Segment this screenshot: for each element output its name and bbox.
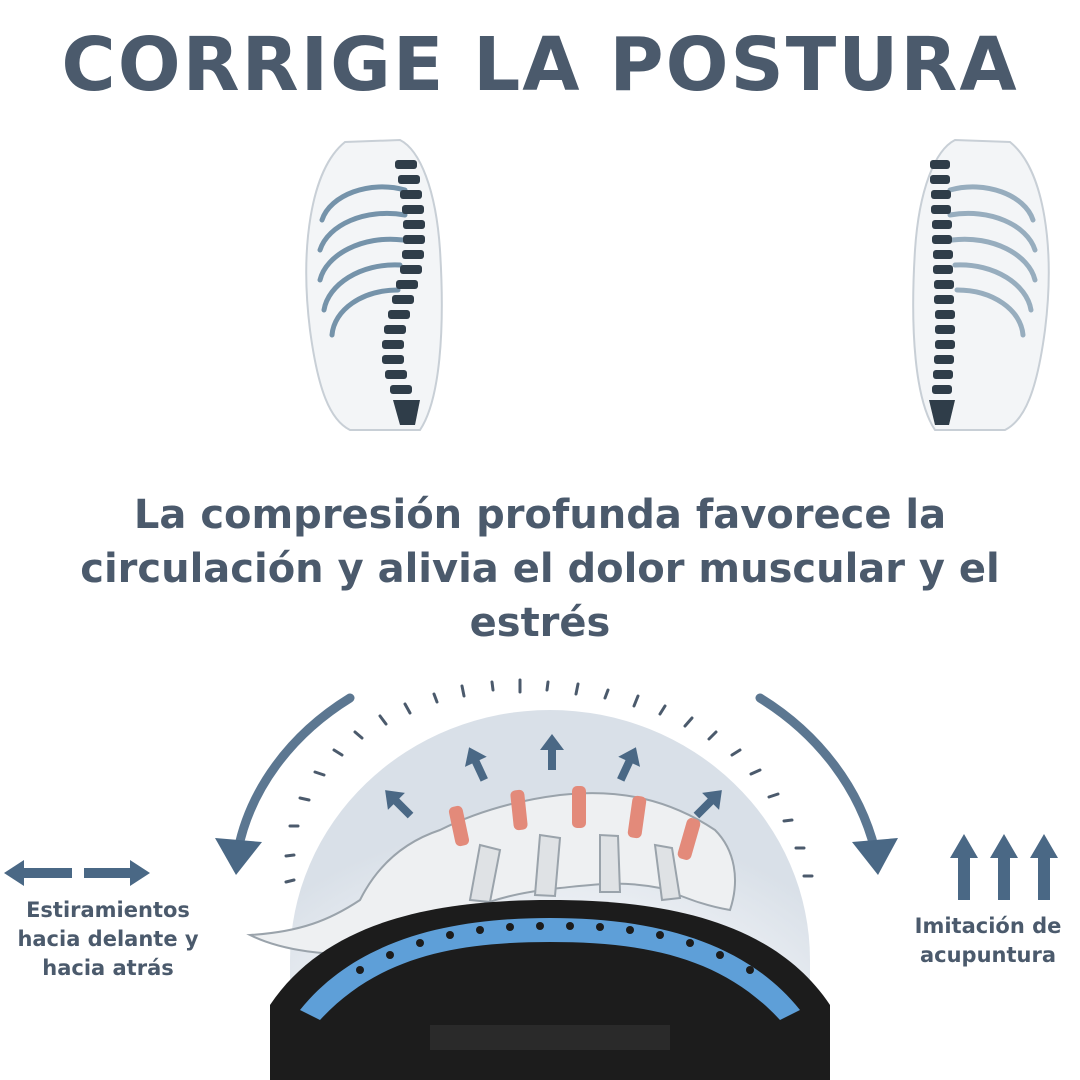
stretch-feature-label: Estiramientos hacia delante y hacia atrá… [17,898,199,980]
headline: CORRIGE LA POSTURA [61,22,1019,108]
spine-vertebrae-left [382,160,425,425]
benefit-subtitle: La compresión profunda favorece la circu… [80,492,1000,646]
spine-vertebrae-right [929,160,955,425]
spinal-discs [448,786,701,860]
torso-left-image [305,138,443,431]
triple-up-arrow-icon [950,834,1058,900]
tick-marks [284,678,814,884]
lumbar-spine-image [246,786,736,955]
curved-arrow-left-icon [215,693,355,875]
radiating-arrows-icon [385,734,722,819]
curved-arrow-right-icon [755,693,898,875]
torso-right-image [912,138,1050,431]
back-stretcher-device [270,900,830,1080]
spine-illustration [305,138,1050,431]
stretcher-illustration [4,678,1058,1080]
double-horizontal-arrow-icon [4,860,150,886]
acupuncture-feature-label: Imitación de acupuntura [914,914,1062,967]
